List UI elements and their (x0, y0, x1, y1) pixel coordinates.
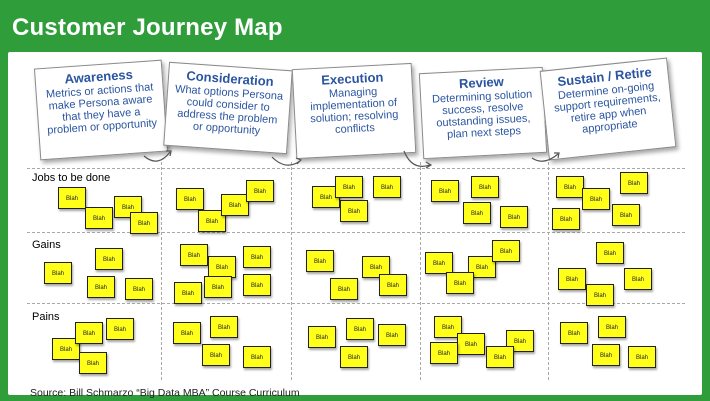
stage-card-consideration: Consideration What options Persona could… (163, 61, 293, 155)
sticky-note: Blah (558, 268, 586, 290)
page-title: Customer Journey Map (12, 14, 283, 41)
sticky-note: Blah (306, 250, 334, 272)
stage-description: Managing implementation of solution; res… (310, 85, 399, 137)
sticky-note: Blah (85, 207, 113, 229)
sticky-note: Blah (431, 180, 459, 202)
stage-description: Determining solution success, resolve ou… (431, 88, 533, 141)
sticky-note: Blah (556, 176, 584, 198)
sticky-note: Blah (308, 326, 336, 348)
curved-arrow-icon (403, 150, 433, 169)
sticky-note: Blah (330, 278, 358, 300)
grid-col-divider-1 (161, 162, 162, 380)
sticky-note: Blah (430, 342, 458, 364)
sticky-note: Blah (612, 204, 640, 226)
sticky-note: Blah (582, 188, 610, 210)
sticky-note: Blah (379, 274, 407, 296)
sticky-note: Blah (221, 194, 249, 216)
sticky-note: Blah (628, 346, 656, 368)
sticky-note: Blah (378, 324, 406, 346)
sticky-note: Blah (425, 252, 453, 274)
sticky-note: Blah (52, 338, 80, 360)
grid-line-jobs-gains (27, 232, 685, 233)
row-label-pains: Pains (32, 311, 60, 323)
sticky-note: Blah (202, 344, 230, 366)
sticky-note: Blah (174, 282, 202, 304)
grid-col-divider-4 (548, 162, 549, 380)
sticky-note: Blah (592, 344, 620, 366)
sticky-note: Blah (79, 352, 107, 374)
sticky-note: Blah (180, 244, 208, 266)
sticky-note: Blah (340, 346, 368, 368)
sticky-note: Blah (198, 210, 226, 232)
sticky-note: Blah (468, 256, 496, 278)
sticky-note: Blah (492, 240, 520, 262)
grid-col-divider-3 (420, 162, 421, 380)
sticky-note: Blah (130, 212, 158, 234)
source-citation: Source: Bill Schmarzo “Big Data MBA” Cou… (30, 387, 300, 399)
sticky-note: Blah (434, 316, 462, 338)
sticky-note: Blah (95, 248, 123, 270)
sticky-note: Blah (75, 322, 103, 344)
sticky-note: Blah (457, 333, 485, 355)
sticky-note: Blah (208, 256, 236, 278)
sticky-note: Blah (204, 276, 232, 298)
sticky-note: Blah (243, 246, 271, 268)
sticky-note: Blah (586, 284, 614, 306)
curved-arrow-icon (271, 156, 303, 166)
sticky-note: Blah (243, 346, 271, 368)
sticky-note: Blah (210, 316, 238, 338)
stage-description: What options Persona could consider to a… (174, 83, 284, 138)
curved-arrow-icon (531, 152, 560, 162)
sticky-note: Blah (446, 272, 474, 294)
sticky-note: Blah (125, 278, 153, 300)
sticky-note: Blah (362, 256, 390, 278)
sticky-note: Blah (335, 176, 363, 198)
sticky-note: Blah (598, 316, 626, 338)
sticky-note: Blah (620, 172, 648, 194)
sticky-note: Blah (463, 202, 491, 224)
sticky-note: Blah (596, 242, 624, 264)
sticky-note: Blah (373, 176, 401, 198)
sticky-note: Blah (552, 208, 580, 230)
sticky-note: Blah (106, 318, 134, 340)
sticky-note: Blah (58, 187, 86, 209)
stage-description: Metrics or actions that make Persona awa… (45, 81, 158, 137)
sticky-note: Blah (173, 322, 201, 344)
row-label-gains: Gains (32, 239, 61, 251)
sticky-note: Blah (44, 262, 72, 284)
sticky-note: Blah (486, 346, 514, 368)
sticky-note: Blah (340, 200, 368, 222)
sticky-note: Blah (246, 180, 274, 202)
sticky-note: Blah (560, 322, 588, 344)
sticky-note: Blah (471, 176, 499, 198)
sticky-note: Blah (176, 188, 204, 210)
grid-line-top (27, 168, 685, 169)
sticky-note: Blah (500, 206, 528, 228)
row-label-jobs: Jobs to be done (32, 172, 111, 184)
sticky-note: Blah (346, 318, 374, 340)
grid-col-divider-2 (291, 162, 292, 380)
sticky-note: Blah (624, 268, 652, 290)
sticky-note: Blah (87, 276, 115, 298)
curved-arrow-icon (143, 150, 172, 162)
grid-line-gains-pains (27, 303, 685, 304)
sticky-note: Blah (243, 274, 271, 296)
